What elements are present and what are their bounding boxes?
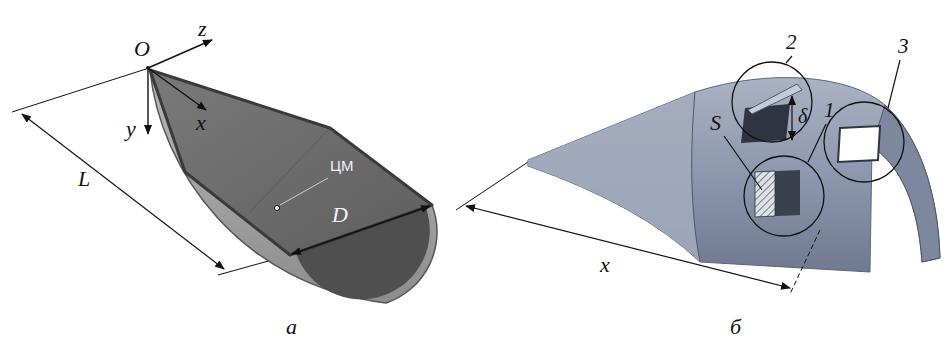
hatched-area (755, 171, 775, 217)
axis-y (147, 68, 148, 134)
extension-line (790, 230, 820, 294)
angle-arrow (791, 96, 792, 140)
angle-label: δ (798, 106, 807, 126)
axis-z (148, 40, 212, 68)
axis-label: z (198, 18, 207, 40)
flat-face (150, 70, 432, 255)
shell-end (872, 105, 940, 262)
axis-x (148, 68, 206, 110)
extension-line (12, 69, 146, 112)
origin-dot (146, 66, 150, 70)
body-shell (528, 78, 940, 272)
dimension-label: x (600, 254, 610, 276)
dimension-label: L (78, 168, 90, 190)
callout-circle (744, 156, 824, 236)
callout-number: 1 (824, 100, 835, 121)
axis-label: y (126, 118, 136, 140)
callout-circle (824, 102, 904, 182)
leader-line (888, 60, 900, 108)
callout-circle (732, 62, 812, 142)
leader-line (808, 124, 826, 162)
flap (748, 84, 802, 114)
leader-line (280, 178, 328, 205)
dimension-line (292, 206, 430, 254)
half-shell (150, 70, 437, 303)
subfigure-label: а (286, 316, 297, 338)
figure-a (12, 40, 437, 303)
nose-cone (528, 92, 700, 262)
leader-line (786, 56, 792, 63)
dimension-label: D (332, 204, 348, 226)
leader-line (724, 136, 762, 190)
area-label: S (710, 112, 721, 134)
subfigure-label: б (730, 316, 741, 338)
extension-line (456, 162, 528, 210)
callout-number: 2 (786, 32, 797, 53)
mass-center-label: ЦМ (330, 158, 354, 173)
window-opening (755, 170, 800, 217)
through-hole (838, 126, 880, 162)
mass-center-dot (275, 206, 280, 211)
figure-b (456, 56, 940, 294)
axis-label: x (196, 112, 206, 134)
cone-seam (250, 128, 330, 212)
callout-number: 3 (898, 36, 909, 57)
cone-seam (692, 92, 700, 262)
origin-label: O (134, 38, 150, 60)
